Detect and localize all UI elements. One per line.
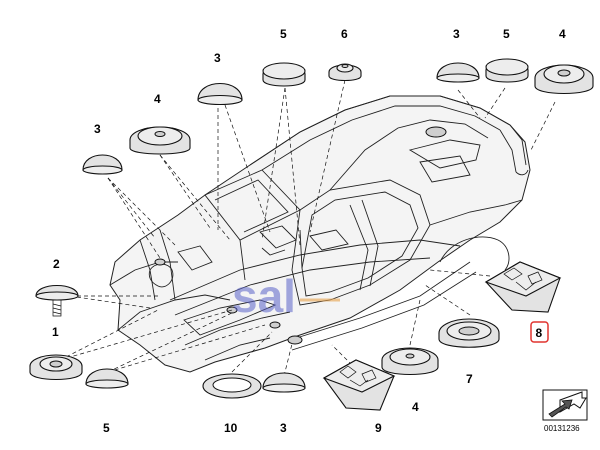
callout-5b: 5	[503, 27, 510, 41]
part-3-dome-right[interactable]	[436, 62, 480, 83]
part-6-cap[interactable]	[328, 63, 362, 82]
part-2-clip[interactable]	[35, 285, 79, 317]
navigation-arrow-button[interactable]	[542, 389, 588, 421]
arrow-icon	[548, 391, 587, 418]
part-5-dome-bottom[interactable]	[85, 368, 129, 389]
part-3-dome-bottom[interactable]	[262, 372, 306, 393]
part-9-block[interactable]	[322, 359, 396, 411]
callout-10: 10	[224, 421, 238, 435]
part-3-dome-left[interactable]	[82, 154, 123, 175]
callout-3d: 3	[280, 421, 287, 435]
callout-7: 7	[466, 372, 473, 386]
diagram-id: 00131236	[544, 424, 580, 433]
part-5-plug-mid[interactable]	[262, 62, 306, 87]
part-4-grommet-right[interactable]	[534, 64, 594, 94]
callout-3a: 3	[94, 122, 101, 136]
callout-5c: 5	[103, 421, 110, 435]
callout-1: 1	[52, 325, 59, 339]
part-4-grommet-bottom[interactable]	[381, 347, 439, 375]
callout-4b: 4	[559, 27, 566, 41]
callout-6: 6	[341, 27, 348, 41]
part-8-block[interactable]	[484, 261, 562, 313]
part-4-grommet-left[interactable]	[129, 126, 191, 155]
callout-2: 2	[53, 257, 60, 271]
part-5-plug-right[interactable]	[485, 58, 529, 83]
watermark-text: sal	[232, 270, 296, 322]
callout-5a: 5	[280, 27, 287, 41]
part-3-dome-mid[interactable]	[197, 82, 243, 106]
callout-8: 8	[536, 326, 543, 340]
callout-4a: 4	[154, 92, 161, 106]
callout-3b: 3	[214, 51, 221, 65]
callout-4c: 4	[412, 400, 419, 414]
callout-3c: 3	[453, 27, 460, 41]
part-10-ring[interactable]	[202, 373, 262, 399]
callout-9: 9	[375, 421, 382, 435]
part-7-grommet[interactable]	[438, 318, 500, 348]
watermark: sal	[232, 270, 340, 322]
highlight-box	[530, 321, 549, 343]
part-1-grommet[interactable]	[29, 354, 83, 380]
leader-lines	[59, 79, 556, 377]
car-body-shell	[109, 95, 531, 373]
